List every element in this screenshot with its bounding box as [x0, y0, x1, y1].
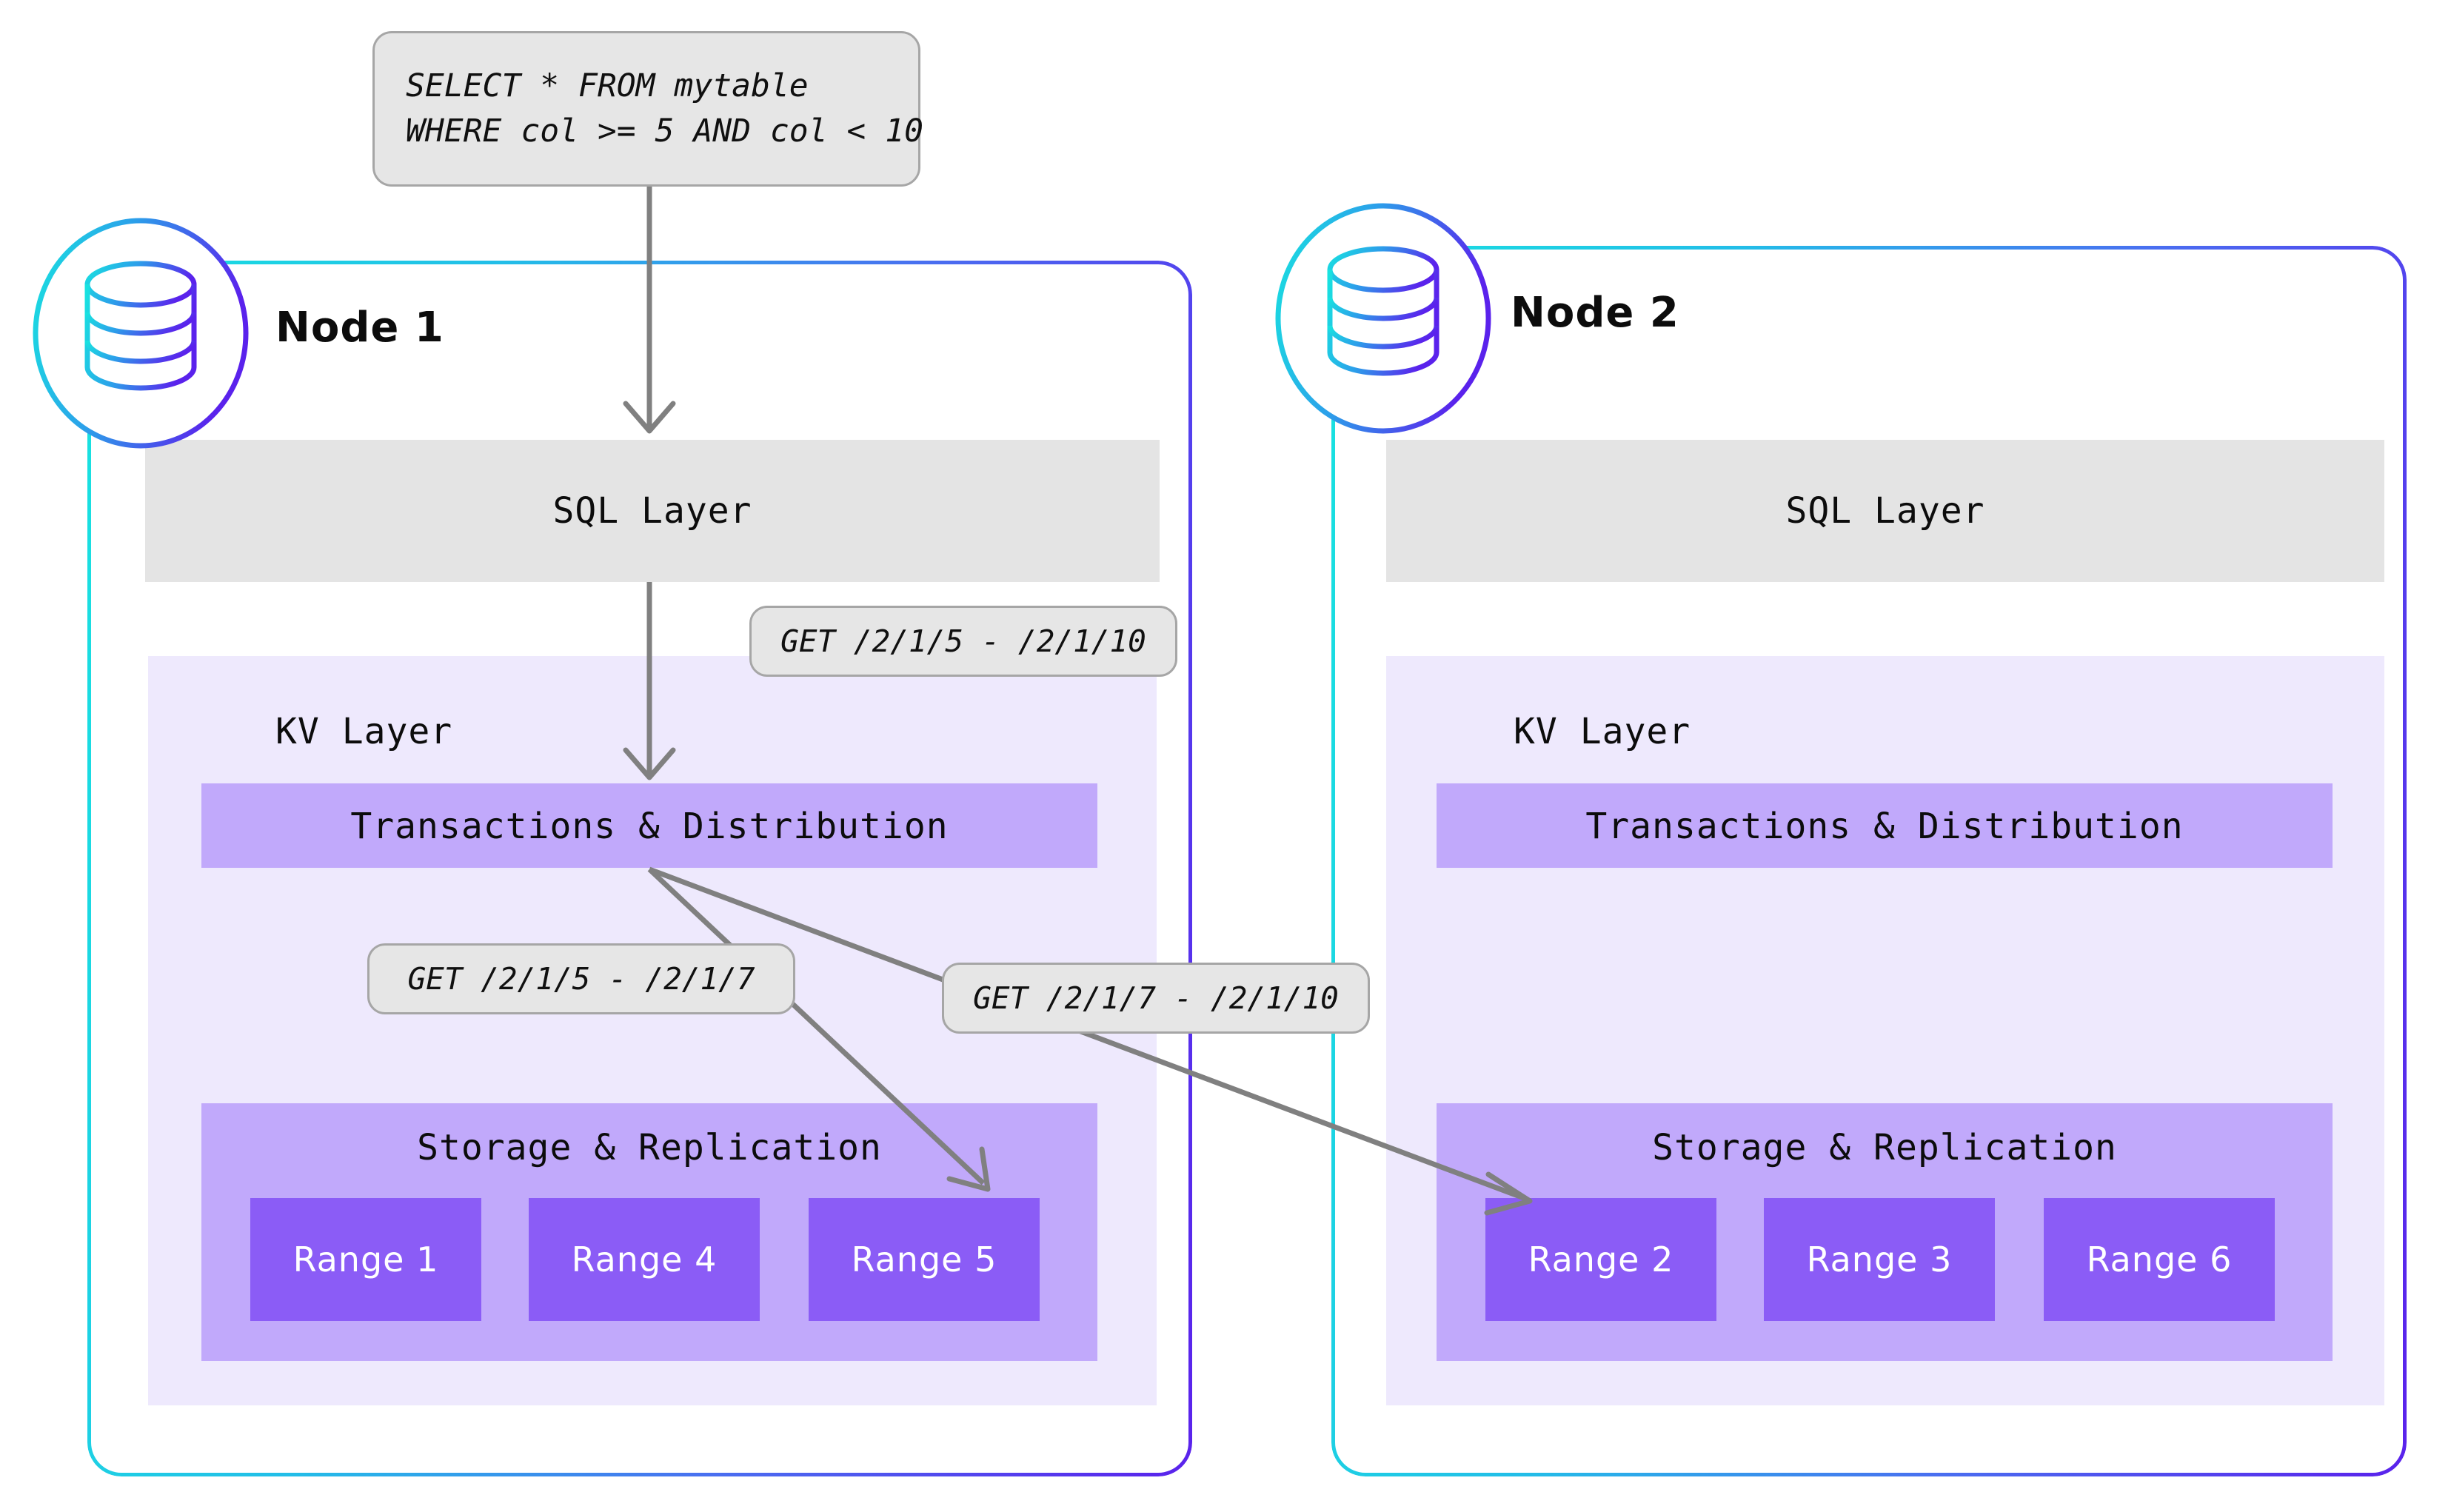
node-1-range-1[interactable]: Range 4 [529, 1198, 760, 1321]
node-2-transactions-band: Transactions & Distribution [1437, 783, 2333, 868]
node-2-range-2[interactable]: Range 6 [2044, 1198, 2275, 1321]
node-2-range-0-label: Range 2 [1528, 1240, 1674, 1279]
node-1-sql-layer-label: SQL Layer [552, 490, 752, 532]
node-2-sql-layer: SQL Layer [1386, 440, 2384, 582]
node-2-transactions-label: Transactions & Distribution [1585, 806, 2184, 847]
node-2-range-0[interactable]: Range 2 [1485, 1198, 1716, 1321]
sql-query-line-1: SELECT * FROM mytable [406, 67, 809, 104]
node-1-title: Node 1 [275, 304, 444, 352]
callout-get-sql-to-kv: GET /2/1/5 - /2/1/10 [749, 606, 1177, 677]
node-1-transactions-band: Transactions & Distribution [201, 783, 1097, 868]
node-1-sql-layer: SQL Layer [145, 440, 1160, 582]
node-1-range-2-label: Range 5 [851, 1240, 997, 1279]
sql-query-line-2: WHERE col >= 5 AND col < 10 [406, 113, 923, 150]
node-2-range-1-label: Range 3 [1806, 1240, 1953, 1279]
node-2-kv-layer-label: KV Layer [1514, 711, 1691, 752]
node-2-title: Node 2 [1511, 289, 1679, 337]
node-1-range-0[interactable]: Range 1 [250, 1198, 481, 1321]
callout-get-local-range5: GET /2/1/5 - /2/1/7 [367, 943, 795, 1014]
node-2-range-2-label: Range 6 [2086, 1240, 2233, 1279]
callout-get-remote-range2-label: GET /2/1/7 - /2/1/10 [973, 980, 1339, 1016]
callout-get-local-range5-label: GET /2/1/5 - /2/1/7 [407, 961, 755, 997]
node-1-transactions-label: Transactions & Distribution [350, 806, 949, 847]
callout-get-remote-range2: GET /2/1/7 - /2/1/10 [942, 963, 1370, 1034]
callout-get-sql-to-kv-label: GET /2/1/5 - /2/1/10 [780, 623, 1146, 659]
node-1-range-2[interactable]: Range 5 [809, 1198, 1040, 1321]
node-2-sql-layer-label: SQL Layer [1785, 490, 1985, 532]
node-1-range-1-label: Range 4 [571, 1240, 718, 1279]
node-2-range-1[interactable]: Range 3 [1764, 1198, 1995, 1321]
node-1-kv-layer-label: KV Layer [275, 711, 453, 752]
sql-query-box: SELECT * FROM mytable WHERE col >= 5 AND… [372, 31, 923, 187]
node-2-storage-label: Storage & Replication [1652, 1127, 2117, 1168]
node-1-range-0-label: Range 1 [292, 1240, 439, 1279]
node-1-storage-label: Storage & Replication [417, 1127, 882, 1168]
